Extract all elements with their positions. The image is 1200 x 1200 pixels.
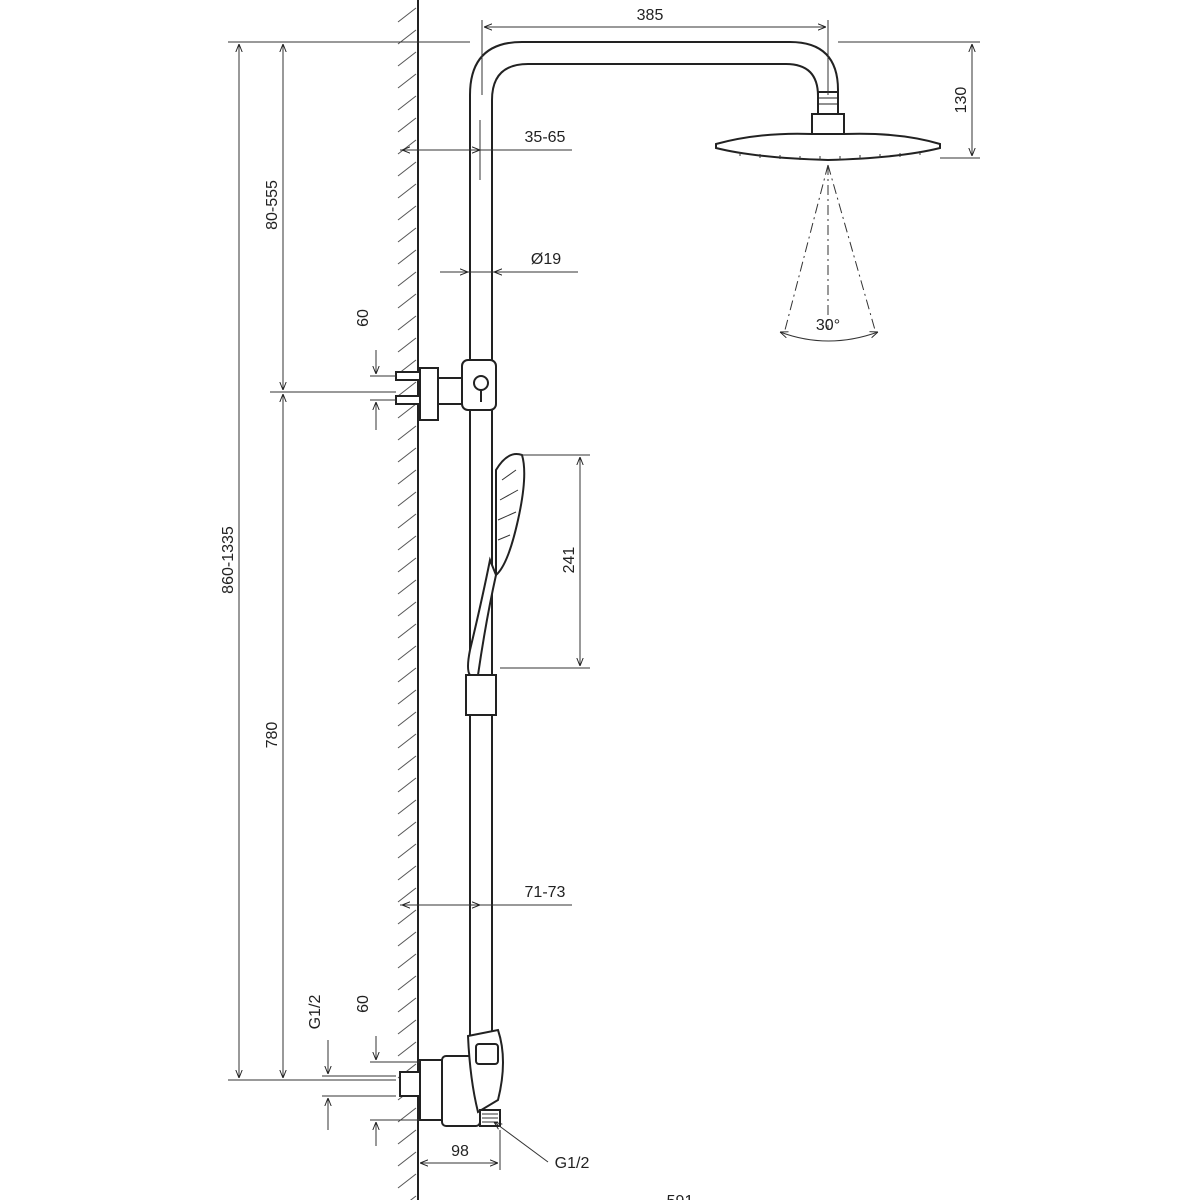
hatch-line	[397, 161, 417, 177]
hatch-line	[397, 271, 417, 287]
hatch-line	[397, 227, 417, 243]
hatch-line	[397, 843, 417, 859]
hatch-line	[397, 865, 417, 881]
hatch-line	[397, 293, 417, 309]
thermostatic-mixer	[399, 1028, 504, 1127]
hatch-line	[397, 733, 417, 749]
hatch-line	[397, 1151, 417, 1167]
rain-shower-head	[715, 91, 941, 162]
inlet-thread-label: G1/2	[307, 995, 324, 1030]
upper-wall-bracket	[395, 359, 497, 421]
leader-outlet-thread: G1/2	[494, 1122, 589, 1172]
hatch-line	[397, 337, 417, 353]
hatch-line	[397, 623, 417, 639]
dimension-overall-height: 860-1335	[220, 41, 396, 1081]
hatch-line	[397, 557, 417, 573]
hatch-line	[397, 491, 417, 507]
hatch-line	[397, 469, 417, 485]
hatch-line	[410, 1195, 417, 1200]
hand-shower	[467, 453, 526, 676]
pipe-diameter-label: Ø19	[531, 251, 561, 268]
hatch-line	[397, 777, 417, 793]
overall-height-label: 860-1335	[220, 526, 237, 594]
spray-angle-label: 30°	[816, 317, 840, 334]
hatch-line	[397, 535, 417, 551]
hatch-line	[397, 73, 417, 89]
dimension-wall-offset-top: 35-65	[400, 129, 572, 150]
dimension-inlet-thread: G1/2	[307, 995, 396, 1130]
hatch-line	[397, 711, 417, 727]
hatch-line	[397, 1173, 417, 1189]
hatch-line	[397, 249, 417, 265]
wall	[397, 0, 419, 1200]
hatch-line	[397, 95, 417, 111]
spray-angle-indicator: 30°	[780, 164, 878, 342]
dimension-wall-offset-bottom: 71-73	[400, 884, 572, 905]
dimension-pipe-diameter: Ø19	[440, 251, 578, 272]
head-height-label: 130	[953, 87, 970, 114]
hand-shower-length-label: 241	[561, 547, 578, 574]
slide-bar-clamp	[465, 674, 497, 716]
hatch-line	[397, 799, 417, 815]
hatch-line	[397, 821, 417, 837]
hatch-line	[397, 931, 417, 947]
upper-adjust-label: 80-555	[264, 180, 281, 230]
dimension-mixer-depth: 98	[420, 1130, 501, 1170]
arm-reach-label: 385	[637, 7, 664, 24]
hatch-line	[397, 315, 417, 331]
dimension-bracket-spacing-top: 60	[355, 309, 396, 430]
wall-hatching	[397, 7, 417, 1200]
hatch-line	[397, 1019, 417, 1035]
hatch-line	[397, 601, 417, 617]
hatch-line	[397, 403, 417, 419]
dimension-arm-reach: 385	[481, 7, 829, 95]
hatch-line	[397, 975, 417, 991]
hatch-line	[397, 205, 417, 221]
dimension-hand-shower-length: 241	[500, 454, 590, 669]
hatch-line	[397, 1041, 417, 1057]
hatch-line	[397, 513, 417, 529]
hatch-line	[397, 139, 417, 155]
dimension-lower-rail: 780	[264, 394, 283, 1078]
hatch-line	[397, 997, 417, 1013]
hatch-line	[397, 645, 417, 661]
bracket-spacing-bottom-label: 60	[355, 995, 372, 1013]
hatch-line	[397, 909, 417, 925]
hatch-line	[397, 381, 417, 397]
hatch-line	[397, 447, 417, 463]
hatch-line	[397, 183, 417, 199]
hatch-line	[397, 425, 417, 441]
wall-offset-bottom-label: 71-73	[525, 884, 566, 901]
hatch-line	[397, 1129, 417, 1145]
outlet-thread-label: G1/2	[555, 1155, 590, 1172]
hatch-line	[397, 887, 417, 903]
hatch-line	[397, 755, 417, 771]
mixer-depth-label: 98	[451, 1143, 469, 1160]
hatch-line	[397, 579, 417, 595]
hatch-line	[397, 7, 417, 23]
dimension-head-height: 130	[838, 41, 980, 159]
hatch-line	[397, 51, 417, 67]
riser-pipe	[465, 41, 839, 1040]
hatch-line	[397, 689, 417, 705]
hatch-line	[397, 953, 417, 969]
dimension-bottom-cut: 591	[667, 1193, 694, 1200]
hatch-line	[397, 667, 417, 683]
dimension-upper-adjust: 80-555	[264, 41, 470, 393]
hatch-line	[397, 117, 417, 133]
dimension-bracket-spacing-bottom: 60	[355, 995, 420, 1146]
bottom-cut-label: 591	[667, 1193, 694, 1200]
wall-offset-top-label: 35-65	[525, 129, 566, 146]
lower-rail-label: 780	[264, 722, 281, 749]
bracket-spacing-top-label: 60	[355, 309, 372, 327]
